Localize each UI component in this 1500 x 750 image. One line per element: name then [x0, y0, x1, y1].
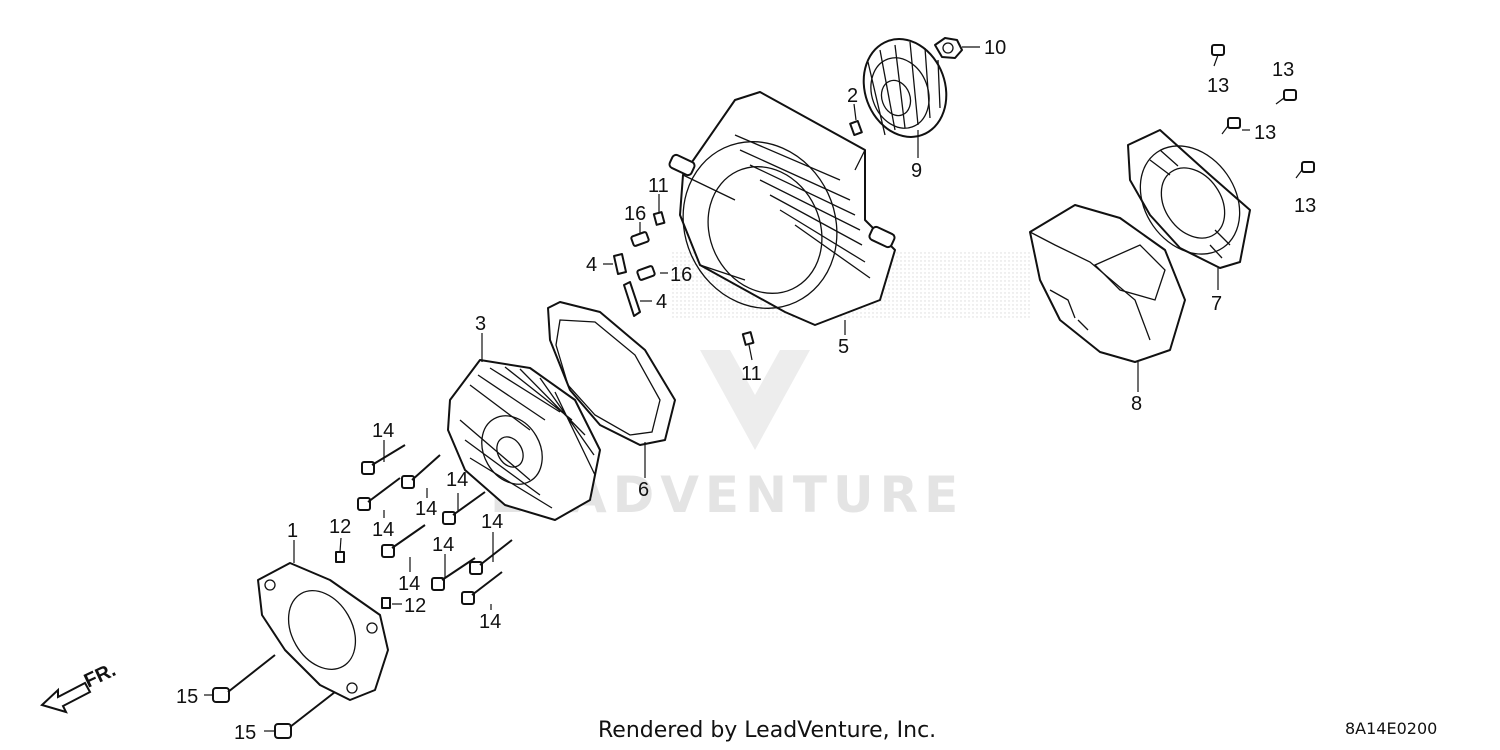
callout-15-upper: 15 — [176, 686, 198, 708]
callout-14-1: 14 — [372, 420, 394, 442]
callout-14-6: 14 — [432, 534, 454, 556]
callout-14-3: 14 — [415, 498, 437, 520]
callout-16-upper: 16 — [624, 203, 646, 225]
part-15-bolt-lower — [274, 691, 336, 739]
bolt-14-3 — [357, 477, 401, 511]
part-2-key — [849, 119, 863, 137]
bolt-14-6 — [469, 539, 513, 575]
callout-2: 2 — [847, 85, 858, 107]
callout-4-lower: 4 — [656, 291, 667, 313]
callout-7: 7 — [1211, 293, 1222, 315]
part-4-terminal-upper — [613, 253, 627, 275]
callout-13-c: 13 — [1254, 122, 1276, 144]
part-14-bolts — [357, 444, 513, 605]
callout-13-d: 13 — [1294, 195, 1316, 217]
callout-6: 6 — [638, 479, 649, 501]
callout-13-a: 13 — [1207, 75, 1229, 97]
bolt-14-8 — [461, 571, 503, 605]
callout-8: 8 — [1131, 393, 1142, 415]
callout-16-lower: 16 — [670, 264, 692, 286]
part-11-key-lower — [741, 331, 755, 346]
bolt-14-5 — [381, 524, 426, 558]
part-13-bolts — [1211, 44, 1315, 179]
leader-lines — [204, 46, 1250, 732]
callout-11-upper: 11 — [648, 175, 669, 197]
part-16-screw-lower — [636, 265, 656, 281]
callout-11-lower: 11 — [741, 363, 762, 385]
bolt-13-b — [1275, 89, 1297, 105]
callout-9: 9 — [911, 160, 922, 182]
callout-14-8: 14 — [479, 611, 501, 633]
callout-10: 10 — [984, 37, 1006, 59]
part-4-terminal-lower — [623, 281, 641, 317]
callout-12-lower: 12 — [404, 595, 426, 617]
bolt-14-1 — [361, 444, 406, 475]
part-12-dowel-upper — [335, 551, 345, 563]
render-credit: Rendered by LeadVenture, Inc. — [598, 718, 937, 743]
bolt-13-a — [1211, 44, 1225, 67]
bolt-14-2 — [401, 454, 441, 489]
callout-5: 5 — [838, 336, 849, 358]
callout-12-upper: 12 — [329, 516, 351, 538]
callout-13-b: 13 — [1272, 59, 1294, 81]
callout-14-7: 14 — [398, 573, 420, 595]
part-12-dowel-lower — [381, 597, 391, 609]
callout-labels: 1 2 3 4 4 5 6 7 8 9 10 11 11 12 12 13 13… — [176, 37, 1316, 744]
part-7-end-cover — [1127, 129, 1251, 269]
part-6-gasket — [547, 301, 676, 446]
callout-15-lower: 15 — [234, 722, 256, 744]
callout-1: 1 — [287, 520, 298, 542]
bolt-14-7 — [431, 557, 476, 591]
part-8-shroud — [1029, 204, 1186, 363]
callout-14-5: 14 — [481, 511, 503, 533]
part-5-housing — [668, 91, 896, 326]
part-10-nut — [934, 37, 963, 59]
part-3-stator — [447, 359, 601, 521]
bolt-13-d — [1295, 161, 1315, 179]
part-15-bolt-upper — [212, 654, 276, 703]
part-1-bracket — [257, 562, 389, 701]
front-direction-arrow: FR. — [40, 659, 119, 714]
bolt-13-c — [1221, 117, 1241, 135]
callout-14-4: 14 — [446, 469, 468, 491]
callout-14-2: 14 — [372, 519, 394, 541]
callout-3: 3 — [475, 313, 486, 335]
part-9-fan — [862, 38, 948, 138]
part-16-screw-upper — [630, 231, 650, 247]
part-11-key-upper — [652, 211, 666, 226]
callout-4-upper: 4 — [586, 254, 597, 276]
diagram-code: 8A14E0200 — [1345, 719, 1438, 738]
bolt-14-4 — [442, 491, 486, 525]
